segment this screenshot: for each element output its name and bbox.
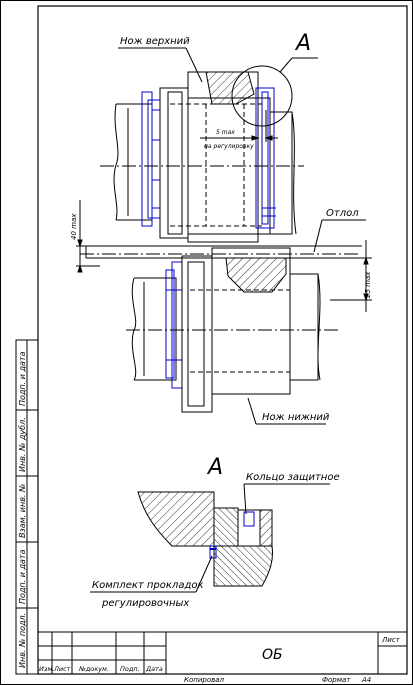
detail-a-view [137, 491, 273, 587]
shim-note-line2: на регулировку [204, 143, 254, 150]
dimension-right-label: 25 max [364, 271, 372, 298]
sheet-leader [313, 219, 366, 253]
upper-knife-assembly [100, 65, 304, 243]
shim-note-line1: 5 max [216, 129, 235, 136]
sheet-label: Отлол [326, 208, 359, 219]
section-a-leader [279, 57, 318, 73]
format-label: Формат [322, 676, 351, 684]
title-col-date: Дата [145, 665, 163, 673]
side-stamp-cell-5: Подп. и дата [18, 351, 27, 406]
title-col-signature: Подп. [120, 665, 140, 673]
detail-a-title: А [206, 455, 223, 480]
side-stamp-cell-2: Подп. и дата [18, 549, 27, 604]
protective-ring-label: Кольцо защитное [246, 472, 340, 483]
upper-knife-leader [118, 47, 203, 83]
protective-ring-leader [243, 483, 330, 515]
dimension-left-label: 40 max [70, 213, 78, 240]
lower-knife-leader [247, 397, 326, 425]
title-col-document: №докум. [78, 665, 109, 673]
title-col-sheet: Лист [53, 665, 71, 673]
lower-knife-label: Нож нижний [262, 412, 330, 423]
shims-label-line1: Комплект прокладок [92, 580, 204, 591]
title-col-change: Изм. [39, 665, 54, 673]
side-stamp-cell-4: Инв. № дубл. [18, 417, 27, 472]
side-stamp [15, 339, 39, 675]
upper-knife-label: Нож верхний [120, 36, 190, 47]
copied-label: Копировал [184, 676, 225, 684]
format-value: А4 [361, 676, 371, 684]
side-stamp-cell-1: Инв. № подл. [18, 613, 27, 668]
dimension-left [76, 200, 100, 273]
section-a-marker: А [294, 31, 311, 56]
shim-dimension [200, 110, 278, 142]
title-block-code: ОБ [262, 647, 283, 663]
shims-label-line2: регулировочных [101, 598, 189, 609]
dimension-right [330, 240, 372, 312]
title-block-sheet-label: Лист [381, 636, 401, 644]
title-block [37, 631, 408, 675]
lower-knife-assembly [126, 247, 340, 413]
side-stamp-cell-3: Взам. инв. № [18, 484, 27, 538]
shims-leader [90, 555, 213, 593]
